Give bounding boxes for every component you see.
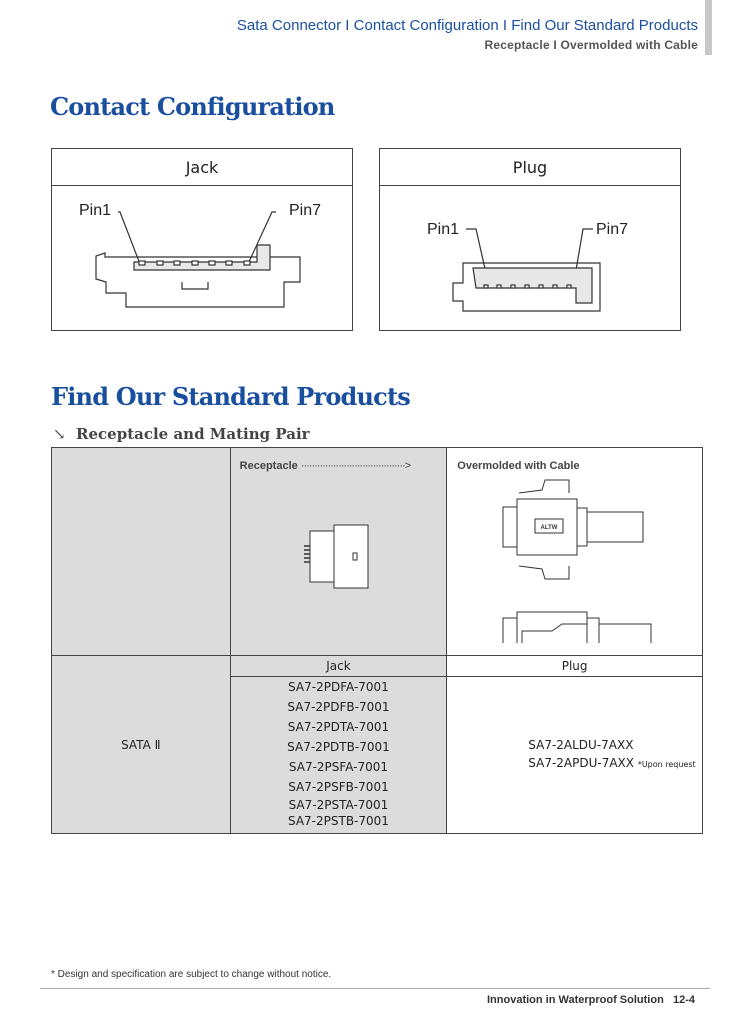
jack-part: SA7-2PSTB-7001 bbox=[287, 814, 389, 828]
jack-parts-cell: SA7-2PDFA-7001 SA7-2PDFB-7001 SA7-2PDTA-… bbox=[229, 676, 448, 834]
plug-pin7-label: Pin7 bbox=[596, 221, 629, 238]
jack-box: Jack Pin1 Pin7 bbox=[51, 148, 353, 331]
plug-pin1-label: Pin1 bbox=[427, 221, 460, 238]
plug-header: Plug bbox=[446, 655, 703, 677]
plug-diagram bbox=[452, 228, 601, 312]
page-number: 12-4 bbox=[672, 994, 695, 1006]
jack-part: SA7-2PSFA-7001 bbox=[288, 760, 389, 774]
arrow-down-right-icon: ↘ bbox=[53, 425, 66, 443]
jack-label: Jack bbox=[52, 149, 352, 186]
receptacle-cell: Receptacle ·····························… bbox=[229, 447, 448, 656]
footer-slogan-text: Innovation in Waterproof Solution bbox=[487, 994, 664, 1006]
footer-note: * Design and specification are subject t… bbox=[51, 969, 332, 980]
receptacle-label: Receptacle bbox=[239, 460, 298, 472]
dotted-arrow-icon: ·······································> bbox=[300, 460, 411, 472]
jack-part: SA7-2PDTB-7001 bbox=[287, 740, 390, 754]
jack-part: SA7-2PSFB-7001 bbox=[288, 780, 389, 794]
footer-slogan: Innovation in Waterproof Solution 12-4 bbox=[487, 994, 695, 1006]
products-table: Receptacle ·····························… bbox=[51, 447, 703, 834]
products-subtitle-text: Receptacle and Mating Pair bbox=[76, 425, 310, 443]
brand-logo: ALTW bbox=[541, 525, 558, 531]
overmolded-label: Overmolded with Cable bbox=[457, 460, 580, 472]
jack-pin1-label: Pin1 bbox=[79, 202, 112, 219]
plug-parts-cell: SA7-2ALDU-7AXX SA7-2APDU-7AXX *Upon requ… bbox=[446, 676, 703, 834]
receptacle-image bbox=[303, 524, 369, 589]
jack-part: SA7-2PDFB-7001 bbox=[287, 700, 390, 714]
header-breadcrumb: Sata Connector I Contact Configuration I… bbox=[236, 17, 698, 34]
jack-pin7-label: Pin7 bbox=[289, 202, 322, 219]
header-bar bbox=[705, 0, 712, 55]
jack-part: SA7-2PDTA-7001 bbox=[287, 720, 390, 734]
plug-box: Plug Pin1 Pin7 bbox=[379, 148, 681, 331]
jack-header: Jack bbox=[229, 655, 448, 677]
series-label: SATA Ⅱ bbox=[121, 737, 161, 752]
plug-label: Plug bbox=[380, 149, 680, 186]
plug-part: SA7-2APDU-7AXX bbox=[528, 756, 634, 770]
products-subtitle: ↘ Receptacle and Mating Pair bbox=[53, 425, 310, 443]
jack-part: SA7-2PDFA-7001 bbox=[288, 680, 389, 694]
plug-part: SA7-2ALDU-7AXX bbox=[528, 738, 634, 752]
series-cell: SATA Ⅱ bbox=[51, 655, 231, 834]
jack-diagram bbox=[95, 211, 301, 308]
footer-divider bbox=[40, 988, 710, 989]
jack-part: SA7-2PSTA-7001 bbox=[288, 798, 389, 812]
overmolded-cable-image: ALTW bbox=[502, 479, 652, 643]
contact-title: Contact Configuration bbox=[50, 92, 335, 121]
products-title: Find Our Standard Products bbox=[51, 382, 411, 411]
header-subtitle: Receptacle I Overmolded with Cable bbox=[484, 38, 698, 52]
plug-note: *Upon request bbox=[637, 760, 696, 769]
overmolded-cell: Overmolded with Cable ALTW bbox=[446, 447, 703, 656]
image-empty-cell bbox=[51, 447, 231, 656]
